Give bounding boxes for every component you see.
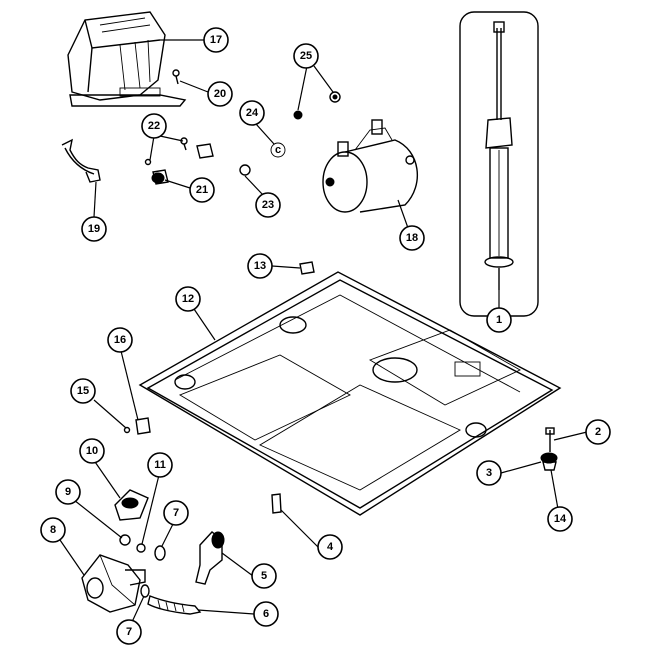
svg-text:6: 6 [263,608,269,620]
drive-motor [322,119,419,213]
svg-text:13: 13 [254,260,266,272]
callout-21: 21 [189,177,215,203]
pump-parts [114,489,149,553]
callout-4: 4 [317,534,343,560]
svg-text:5: 5 [261,570,267,582]
bracket-16 [123,417,151,435]
drain-hose [147,595,202,615]
svg-text:3: 3 [486,467,492,479]
part-23-24: c [239,142,286,176]
svg-text:1: 1 [496,314,502,326]
clip-13 [299,261,315,275]
callout-7-upper: 7 [163,500,189,526]
callout-2: 2 [585,419,611,445]
svg-text:4: 4 [327,541,334,553]
wire-harness [61,138,101,183]
control-housing [67,11,187,107]
clip-4 [271,493,282,514]
hose-clamps [140,545,166,598]
svg-text:21: 21 [196,184,208,196]
agitator-shaft-panel [459,11,539,317]
svg-text:16: 16 [114,334,126,346]
svg-text:2: 2 [595,426,601,438]
callout-15: 15 [70,378,96,404]
callout-17: 17 [203,27,229,53]
callout-5: 5 [251,563,277,589]
screw-20 [172,69,180,85]
fitting-22 [144,137,214,185]
svg-text:8: 8 [50,524,56,536]
base-plate [138,271,562,516]
callout-25: 25 [293,43,319,69]
svg-text:7: 7 [173,507,179,519]
svg-text:19: 19 [88,223,100,235]
callout-6: 6 [253,601,279,627]
svg-text:25: 25 [300,50,312,62]
callout-7-lower: 7 [116,619,142,645]
callout-18: 18 [399,225,425,251]
svg-text:c: c [275,144,281,156]
drain-pump [81,554,146,613]
svg-text:14: 14 [554,513,567,525]
callout-16: 16 [107,327,133,353]
callout-22: 22 [141,113,167,139]
callout-12: 12 [175,286,201,312]
callout-11: 11 [147,452,173,478]
svg-text:12: 12 [182,293,194,305]
svg-text:15: 15 [77,385,89,397]
svg-text:17: 17 [210,34,222,46]
callout-8: 8 [40,517,66,543]
callout-24: 24 [239,100,265,126]
callout-13: 13 [247,253,273,279]
svg-text:11: 11 [154,459,166,471]
callout-3: 3 [476,460,502,486]
svg-text:18: 18 [406,232,418,244]
nut-25 [293,91,341,120]
svg-text:20: 20 [214,88,226,100]
svg-text:22: 22 [148,120,160,132]
hose-elbow [195,531,225,585]
callout-19: 19 [81,216,107,242]
callout-23: 23 [255,192,281,218]
svg-text:9: 9 [65,486,71,498]
svg-text:10: 10 [86,445,98,457]
callout-20: 20 [207,81,233,107]
callout-1: 1 [486,307,512,333]
svg-text:23: 23 [262,199,274,211]
svg-text:7: 7 [126,626,132,638]
callout-9: 9 [55,479,81,505]
leveling-leg [540,427,558,471]
leader-lines [59,39,588,623]
callout-10: 10 [79,438,105,464]
svg-text:24: 24 [246,107,259,119]
callout-14: 14 [547,506,573,532]
